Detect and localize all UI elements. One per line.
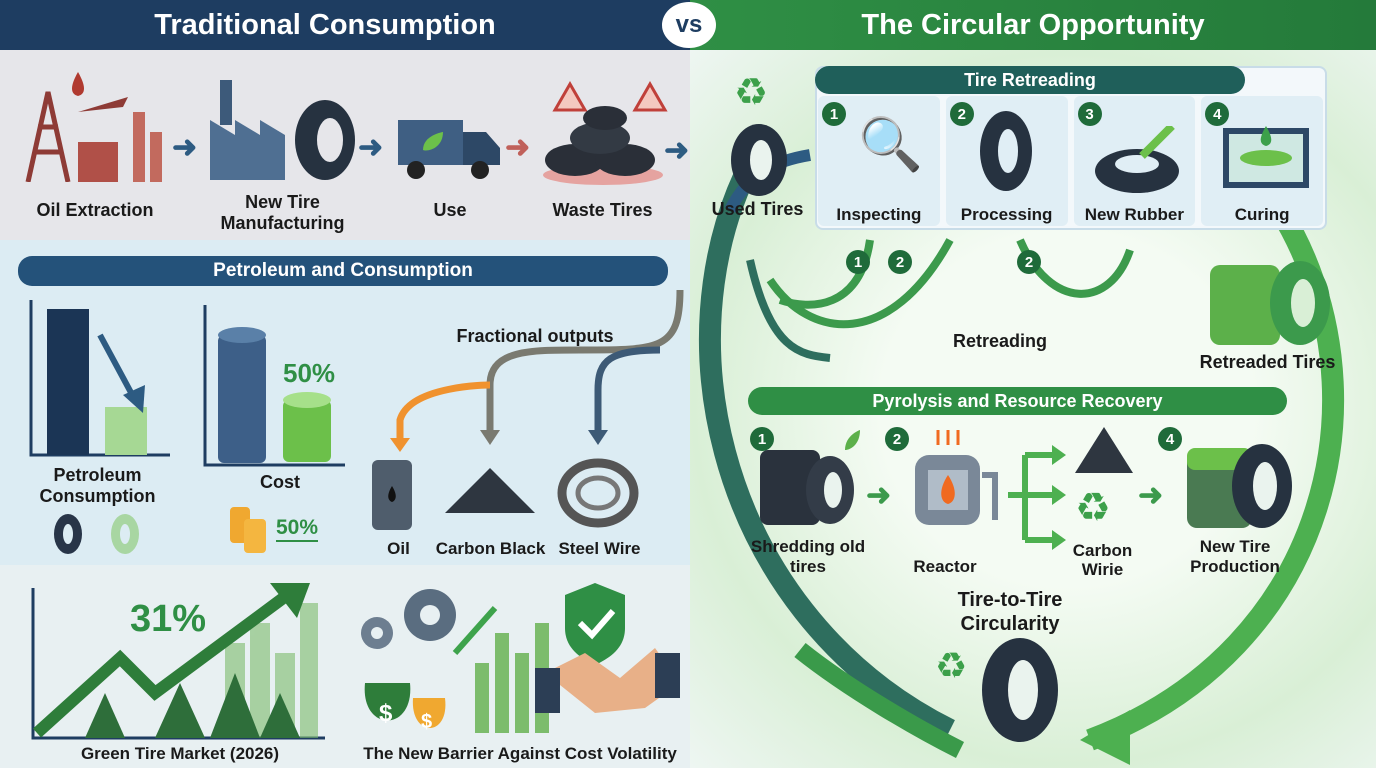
green-tire-market-label: Green Tire Market (2026) <box>80 744 280 763</box>
pyrolysis-title: Pyrolysis and Resource Recovery <box>748 387 1287 415</box>
branch-arrows-icon <box>1008 445 1066 550</box>
tire-stack-leaf-icon <box>760 430 860 525</box>
cost-label: Cost <box>260 472 300 492</box>
used-tires-label: Used Tires <box>711 199 804 219</box>
step-use: Use <box>433 200 467 220</box>
pyrolysis-step-reactor: Reactor <box>913 557 977 576</box>
retreading-step-curing: 4 Curing <box>1201 96 1323 226</box>
output-steel-wire: Steel Wire <box>558 539 641 558</box>
loop-number: 2 <box>888 250 912 274</box>
recycle-icon: ♻ <box>1075 486 1111 530</box>
step-waste-tires: Waste Tires <box>552 200 653 220</box>
cost-volatility-barrier-icon: $ $ <box>361 583 680 733</box>
step-number: 1 <box>750 427 774 451</box>
carbon-black-icon <box>445 468 535 513</box>
tire-pile-warning-icon <box>543 80 668 185</box>
market-section: 31% Green Tire Market (2026) $ $ The New… <box>0 565 690 768</box>
petroleum-consumption-label: Petroleum Consumption <box>39 465 156 506</box>
market-growth-value: 31% <box>130 598 207 640</box>
step-number: 2 <box>885 427 909 451</box>
cost-volatility-label: The New Barrier Against Cost Volatility <box>363 744 677 763</box>
tire-icon <box>979 111 1032 191</box>
retreaded-tires-label: Retreaded Tires <box>1199 352 1336 372</box>
fractional-outputs-title: Fractional outputs <box>456 326 614 346</box>
svg-text:$: $ <box>379 700 393 727</box>
arrow-icon: ➜ <box>172 131 198 164</box>
pyrolysis-step-new-tire-production: New Tire Production <box>1190 537 1280 576</box>
vs-badge: vs <box>662 2 716 48</box>
cost-small-value: 50% <box>276 516 319 542</box>
arrow-icon: ➜ <box>358 131 384 164</box>
curing-monitor-icon <box>1223 126 1310 188</box>
retreaded-tires-icon <box>1210 261 1330 345</box>
petroleum-title: Petroleum and Consumption <box>18 256 668 286</box>
loop-number: 2 <box>1017 250 1041 274</box>
used-tire-icon <box>731 124 787 196</box>
step-new-tire-manufacturing: New Tire Manufacturing <box>220 192 345 233</box>
tire-to-tire-circularity-label: Tire-to-Tire Circularity <box>957 589 1063 635</box>
arrow-icon: ➜ <box>866 479 892 512</box>
retreading-loop-label: Retreading <box>952 331 1048 351</box>
arrow-icon: ➜ <box>664 134 690 167</box>
reactor-icon <box>915 430 998 525</box>
retreading-step-processing: 2 Processing <box>945 96 1068 226</box>
cost-coins-chart-icon <box>203 305 345 467</box>
new-tire-stack-icon <box>1187 444 1292 528</box>
truck-icon <box>398 120 500 179</box>
recycle-icon: ♻ <box>734 72 769 114</box>
steel-wire-icon <box>557 458 639 528</box>
factory-icon <box>210 80 355 180</box>
traditional-flow-section: Oil Extraction ➜ New Tire Manufacturing … <box>0 50 690 240</box>
tire-retreading-title: Tire Retreading <box>815 66 1245 94</box>
circular-header: The Circular Opportunity <box>690 0 1376 50</box>
outputs-icons <box>372 458 639 530</box>
output-carbon-black: Carbon Black <box>435 539 546 558</box>
circular-tire-icon <box>982 638 1058 742</box>
arrow-icon: ➜ <box>505 131 531 164</box>
retreading-steps: 1 🔍 Inspecting 2 Processing 3 New Rubber… <box>818 96 1323 226</box>
step-number: 1 <box>822 102 846 126</box>
retreading-step-inspecting: 1 🔍 Inspecting <box>818 96 940 226</box>
green-market-growth-chart-icon <box>31 583 325 740</box>
carbon-pile-icon <box>1075 427 1133 473</box>
arrow-icon: ➜ <box>1138 479 1164 512</box>
petroleum-section: Petroleum and Consumption Petroleum Cons… <box>0 240 690 565</box>
oil-rig-icon <box>25 72 162 182</box>
svg-text:$: $ <box>421 711 432 733</box>
petroleum-bar-chart-icon <box>29 300 170 457</box>
pyrolysis-step-shredding: Shredding old tires <box>750 537 866 576</box>
tire-comparison-icon <box>54 514 139 554</box>
output-oil: Oil <box>387 539 410 558</box>
traditional-header: Traditional Consumption <box>0 0 690 50</box>
magnifier-tire-icon: 🔍 <box>858 116 923 174</box>
step-number: 4 <box>1158 427 1182 451</box>
step-oil-extraction: Oil Extraction <box>36 200 154 220</box>
retreading-step-new-rubber: 3 New Rubber <box>1073 96 1196 226</box>
rubber-tread-icon <box>1094 126 1179 193</box>
fractional-flow-arrows <box>390 290 684 452</box>
recycle-icon: ♻ <box>935 645 968 686</box>
oil-barrel-icon <box>372 460 412 530</box>
gold-coins-icon <box>230 507 266 553</box>
cost-reduction-value: 50% <box>283 358 336 388</box>
pyrolysis-output-label: Carbon Wirie <box>1072 541 1133 579</box>
loop-number: 1 <box>846 250 870 274</box>
